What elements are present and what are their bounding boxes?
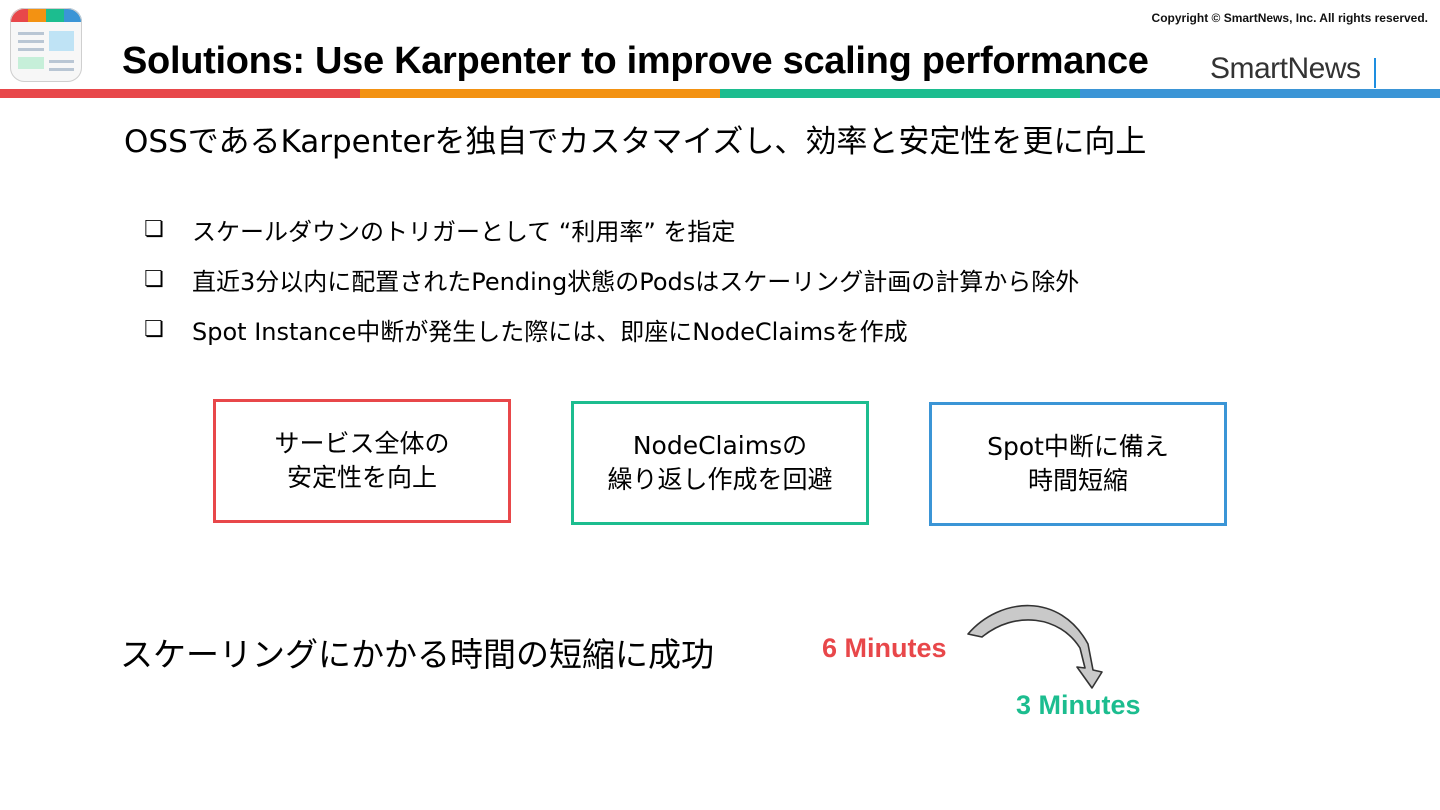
brand-wordmark: SmartNews xyxy=(1210,52,1361,85)
header-stripe-orange xyxy=(360,89,720,98)
curved-arrow-icon xyxy=(967,604,1103,689)
result-statement: スケーリングにかかる時間の短縮に成功 xyxy=(120,635,714,674)
header-stripe-blue xyxy=(1080,89,1440,98)
benefit-box-stability: サービス全体の 安定性を向上 xyxy=(213,399,511,523)
checkbox-bullet-icon: ❏ xyxy=(144,316,164,342)
benefit-box-spot: Spot中断に備え 時間短縮 xyxy=(929,402,1227,526)
box-line: NodeClaimsの xyxy=(632,431,808,460)
list-item: ❏ スケールダウンのトリガーとして “利用率” を指定 xyxy=(144,204,1079,254)
box-line: 時間短縮 xyxy=(1027,466,1128,495)
box-line: 安定性を向上 xyxy=(286,463,437,492)
benefit-box-nodeclaims: NodeClaimsの 繰り返し作成を回避 xyxy=(571,401,869,525)
bullet-text: 直近3分以内に配置されたPending状態のPodsはスケーリング計画の計算から… xyxy=(192,267,1080,296)
smartnews-app-icon xyxy=(10,8,82,82)
bullet-text: Spot Instance中断が発生した際には、即座にNodeClaimsを作成 xyxy=(192,317,908,346)
bullet-text: スケールダウンのトリガーとして “利用率” を指定 xyxy=(192,217,736,246)
bullet-list: ❏ スケールダウンのトリガーとして “利用率” を指定 ❏ 直近3分以内に配置さ… xyxy=(144,204,1079,354)
after-duration: 3 Minutes xyxy=(1016,690,1141,720)
box-line: サービス全体の xyxy=(274,429,450,458)
header-stripe-red xyxy=(0,89,360,98)
list-item: ❏ 直近3分以内に配置されたPending状態のPodsはスケーリング計画の計算… xyxy=(144,254,1079,304)
brand-accent-bar xyxy=(1374,58,1376,88)
slide-title: Solutions: Use Karpenter to improve scal… xyxy=(122,40,1149,82)
checkbox-bullet-icon: ❏ xyxy=(144,266,164,292)
box-line: Spot中断に備え xyxy=(987,432,1169,461)
copyright-notice: Copyright © SmartNews, Inc. All rights r… xyxy=(1151,11,1428,25)
header-stripe-green xyxy=(720,89,1080,98)
slide-subtitle: OSSであるKarpenterを独自でカスタマイズし、効率と安定性を更に向上 xyxy=(124,124,1147,160)
list-item: ❏ Spot Instance中断が発生した際には、即座にNodeClaimsを… xyxy=(144,304,1079,354)
checkbox-bullet-icon: ❏ xyxy=(144,216,164,242)
before-duration: 6 Minutes xyxy=(822,633,947,663)
box-line: 繰り返し作成を回避 xyxy=(607,465,833,494)
